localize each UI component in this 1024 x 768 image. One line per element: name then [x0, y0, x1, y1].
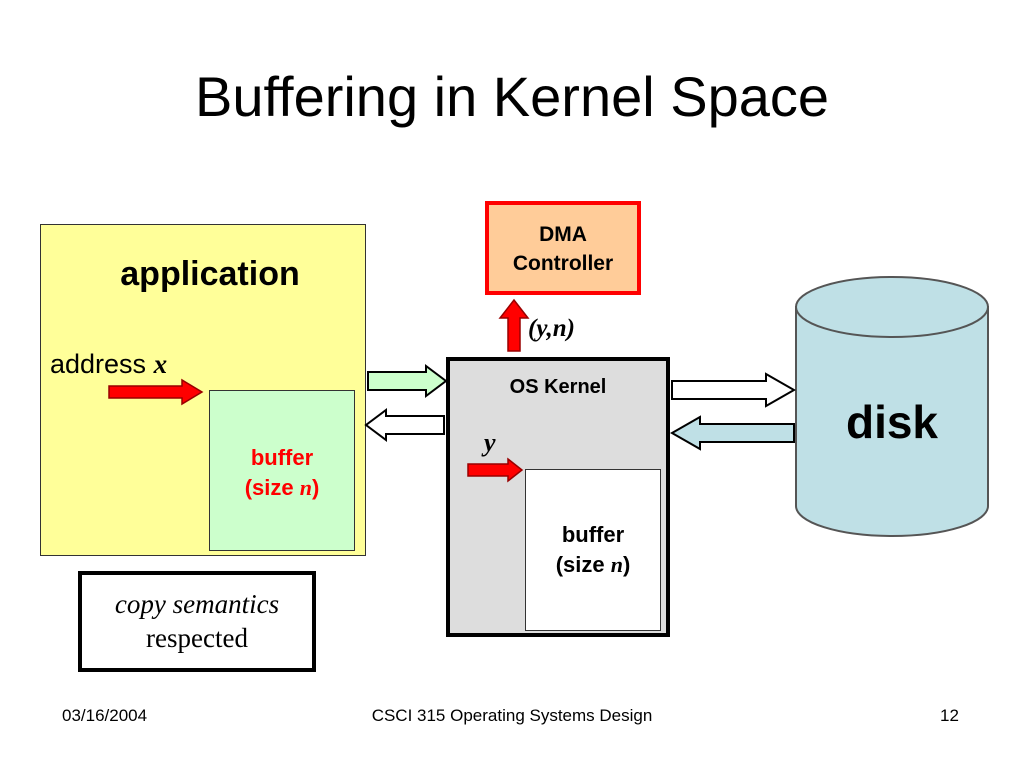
dma-line1: DMA — [539, 223, 587, 246]
app-to-kernel-arrow — [367, 364, 448, 398]
kernel-buffer-line2: (size n) — [526, 550, 660, 580]
kernel-pointer-arrow — [467, 457, 524, 483]
disk-cylinder — [795, 276, 989, 537]
app-buffer-close: ) — [311, 475, 320, 500]
dma-request-label: (y,n) — [528, 315, 575, 342]
kernel-buffer: buffer (size n) — [525, 469, 661, 631]
kernel-buffer-line1: buffer — [561, 522, 625, 547]
kernel-buffer-size-var: n — [610, 552, 623, 577]
address-var: x — [153, 349, 168, 379]
disk-to-kernel-arrow — [669, 415, 795, 451]
footer-course: CSCI 315 Operating Systems Design — [371, 706, 653, 725]
address-pointer-arrow — [108, 378, 204, 406]
kernel-to-app-arrow — [364, 408, 445, 442]
copy-semantics-note: copy semantics respected — [78, 571, 316, 672]
slide-title: Buffering in Kernel Space — [194, 65, 830, 128]
address-label: address x — [50, 346, 167, 382]
app-buffer-size-var: n — [299, 475, 312, 500]
app-buffer-line2: (size n) — [210, 473, 354, 503]
kernel-buffer-size-text: (size — [555, 552, 605, 577]
application-label: application — [120, 255, 300, 293]
disk-label: disk — [845, 396, 939, 448]
dma-request-arrow — [498, 298, 530, 352]
address-text: address — [50, 349, 147, 379]
application-buffer: buffer (size n) — [209, 390, 355, 551]
app-buffer-line1: buffer — [250, 445, 314, 470]
kernel-to-disk-arrow — [671, 372, 797, 408]
copy-note-line1: copy semantics — [114, 589, 280, 619]
copy-note-line2: respected — [146, 623, 248, 653]
footer-page-number: 12 — [940, 706, 959, 725]
kernel-pointer-var: y — [484, 428, 496, 457]
os-kernel-label: OS Kernel — [509, 376, 607, 398]
dma-controller-box: DMA Controller — [485, 201, 641, 295]
app-buffer-size-text: (size — [244, 475, 294, 500]
kernel-buffer-close: ) — [622, 552, 631, 577]
dma-line2: Controller — [512, 252, 614, 275]
footer-date: 03/16/2004 — [62, 706, 148, 725]
